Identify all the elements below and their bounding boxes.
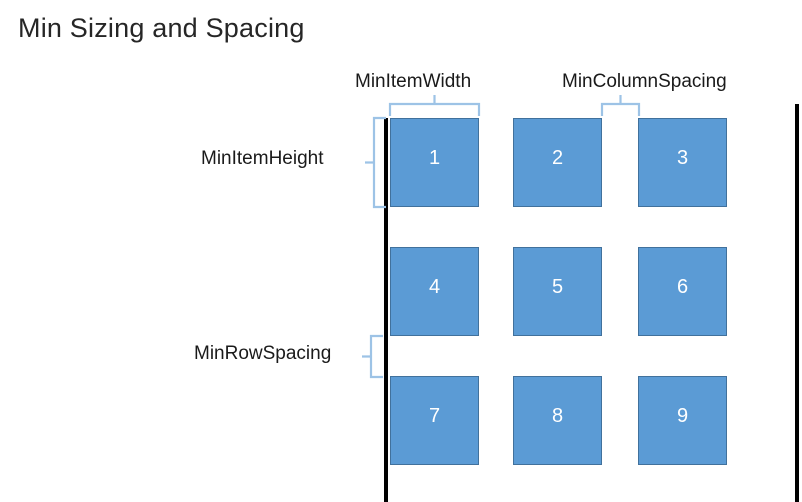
grid-item-1[interactable]: 1 [390, 118, 479, 207]
grid-item-6[interactable]: 6 [638, 247, 727, 336]
min-row-spacing-bracket-icon [362, 334, 384, 379]
grid-item-2[interactable]: 2 [513, 118, 602, 207]
grid-item-label: 1 [428, 146, 441, 169]
min-row-spacing-label: MinRowSpacing [194, 343, 332, 364]
grid-item-label: 2 [551, 146, 564, 169]
grid-item-label: 4 [428, 275, 441, 298]
grid-item-label: 7 [428, 404, 441, 427]
grid-item-label: 5 [551, 275, 564, 298]
min-column-spacing-bracket-icon [600, 95, 641, 117]
grid-item-9[interactable]: 9 [638, 376, 727, 465]
grid-item-3[interactable]: 3 [638, 118, 727, 207]
grid-item-4[interactable]: 4 [390, 247, 479, 336]
grid-item-label: 9 [676, 404, 689, 427]
right-boundary-rail [795, 104, 799, 502]
min-item-width-label: MinItemWidth [355, 71, 472, 92]
min-column-spacing-label: MinColumnSpacing [562, 71, 727, 92]
grid-item-5[interactable]: 5 [513, 247, 602, 336]
grid-item-8[interactable]: 8 [513, 376, 602, 465]
grid-item-7[interactable]: 7 [390, 376, 479, 465]
grid-item-label: 8 [551, 404, 564, 427]
min-item-height-bracket-icon [365, 116, 387, 209]
grid-item-label: 3 [676, 146, 689, 169]
left-boundary-rail [384, 118, 388, 502]
page-title: Min Sizing and Spacing [18, 13, 305, 43]
grid-item-label: 6 [676, 275, 689, 298]
min-item-width-bracket-icon [388, 95, 481, 117]
min-item-height-label: MinItemHeight [201, 148, 324, 169]
